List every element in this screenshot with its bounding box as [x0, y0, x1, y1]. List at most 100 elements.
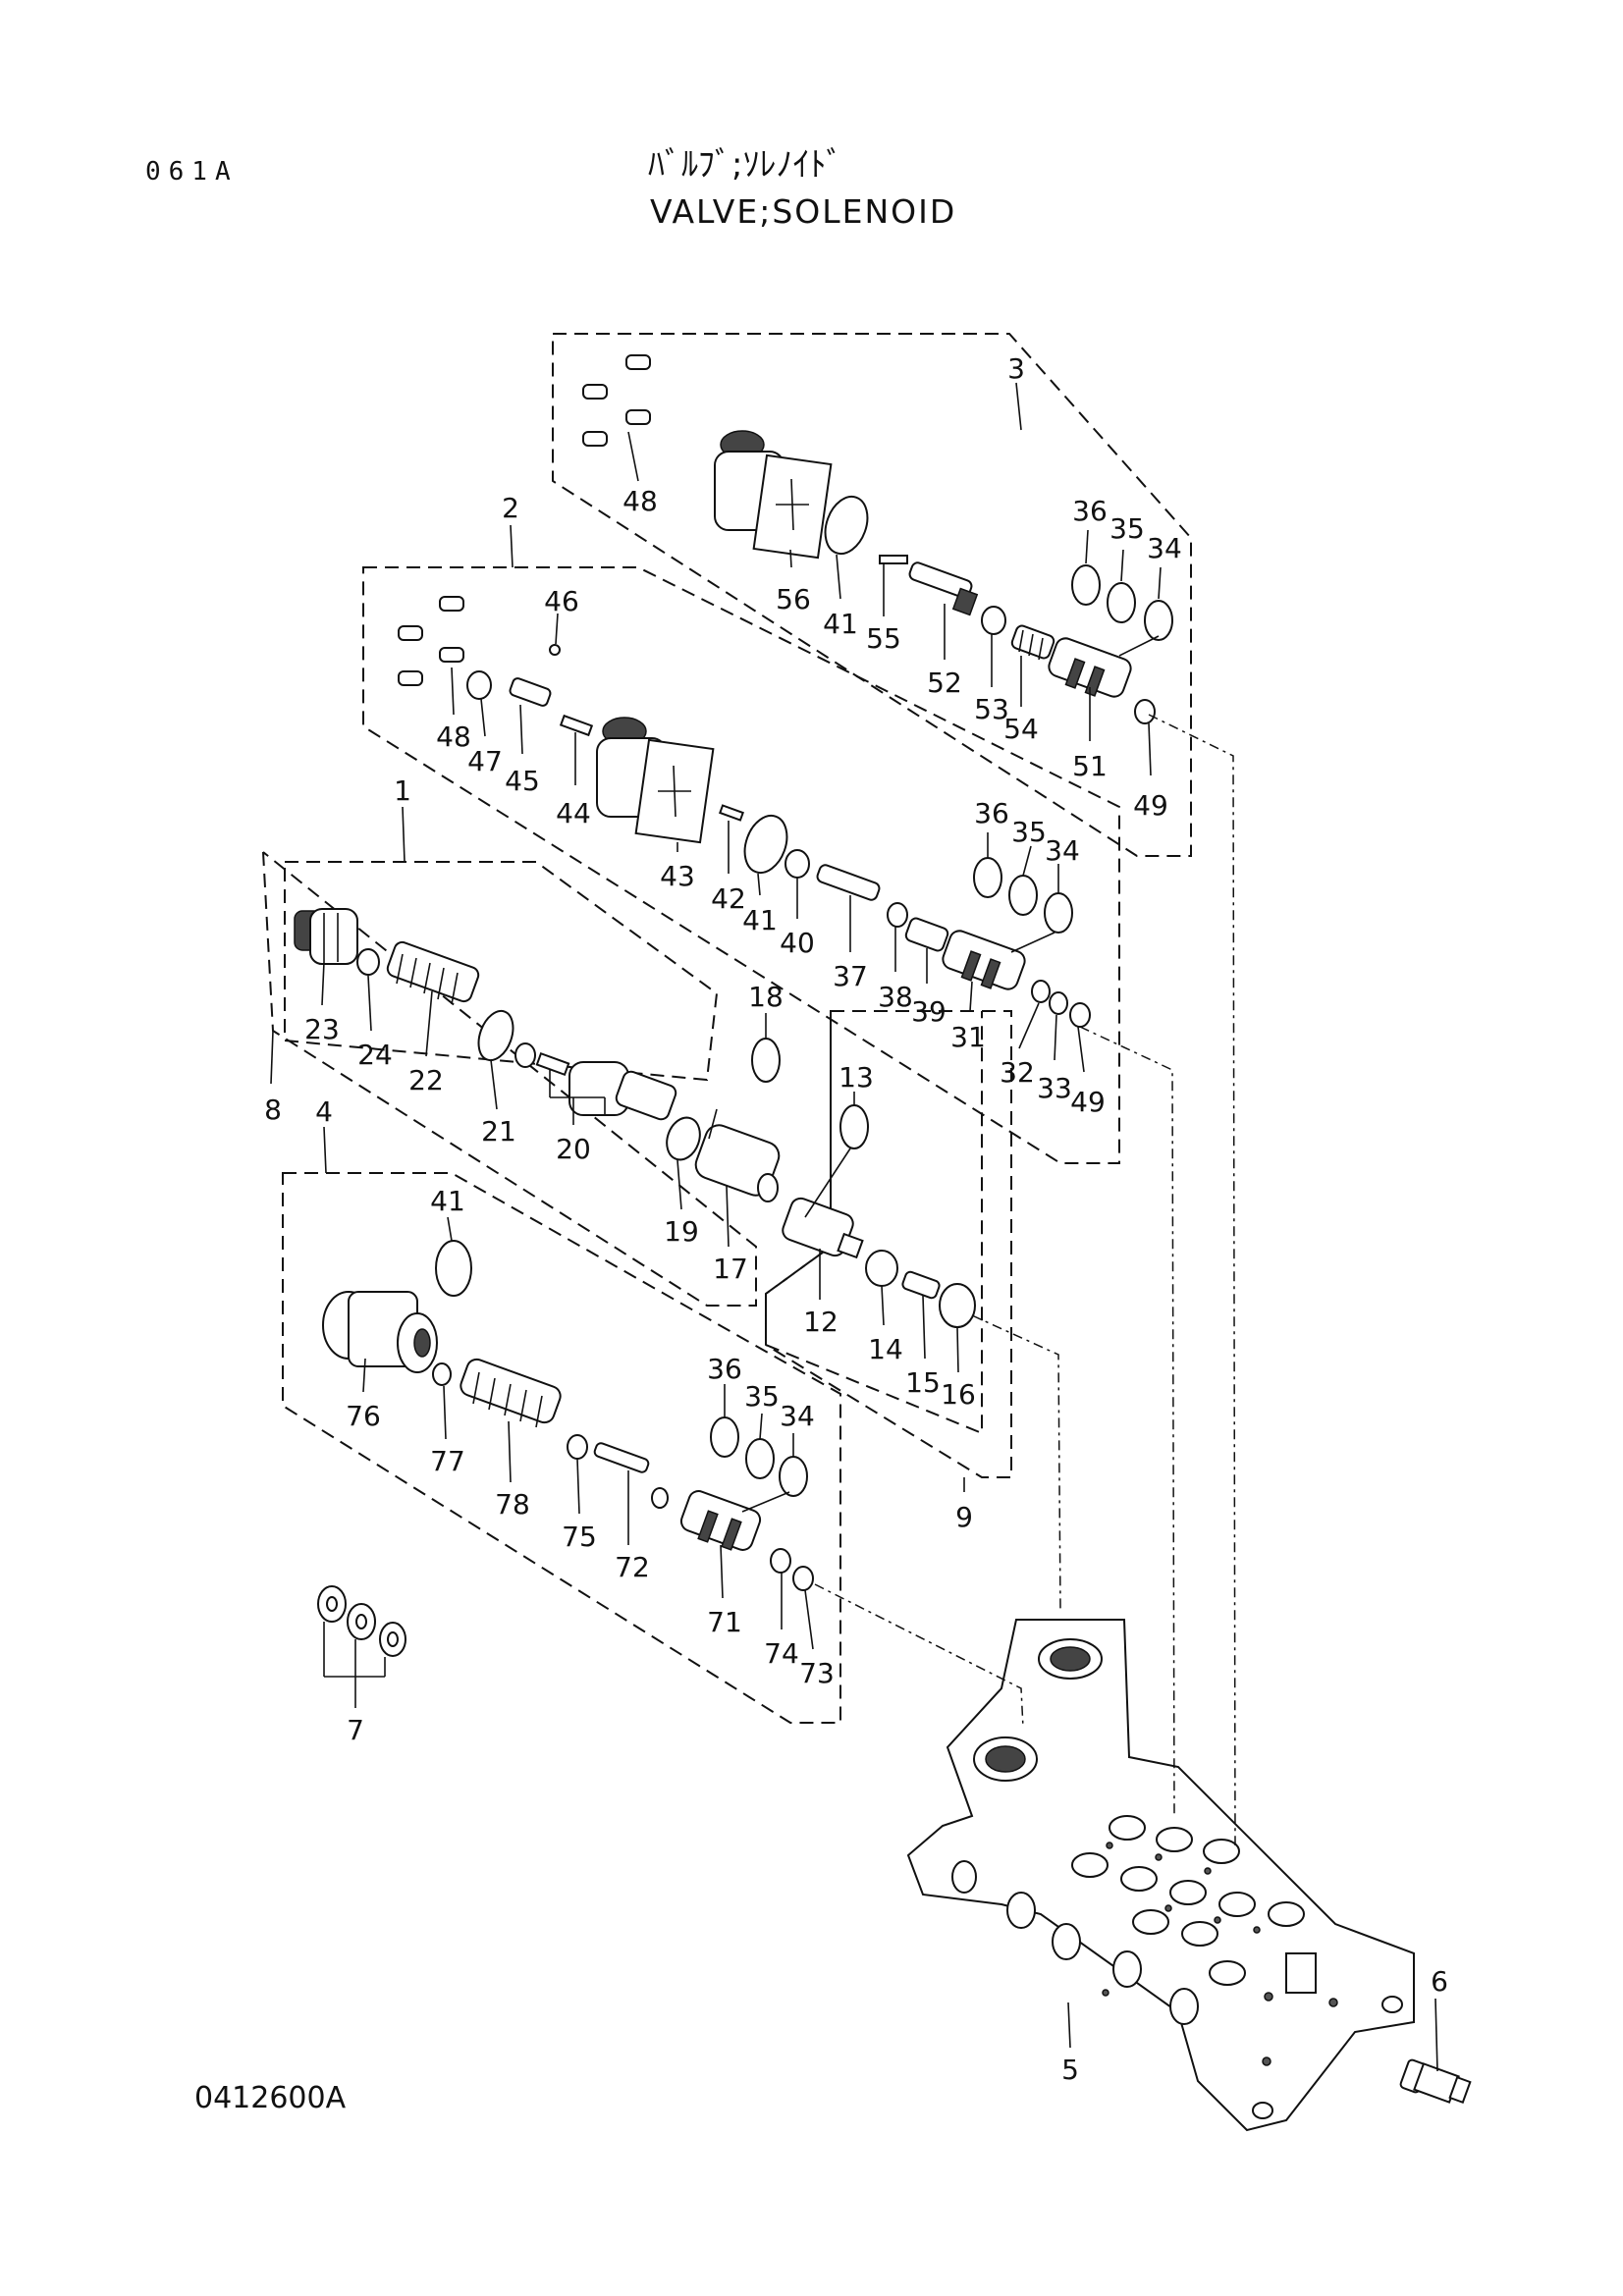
sleeve-17	[694, 1124, 781, 1202]
callout-24: 24	[357, 1039, 393, 1071]
callout-15: 15	[905, 1366, 941, 1399]
o-ring-35-top	[1107, 582, 1136, 623]
o-ring-41-top	[824, 495, 869, 556]
callout-35: 35	[1109, 512, 1145, 545]
o-ring-41-mid	[743, 814, 788, 875]
callout-16: 16	[941, 1378, 976, 1411]
o-ring-18	[751, 1038, 781, 1083]
spool-72	[593, 1442, 650, 1473]
callout-34: 34	[1147, 532, 1182, 564]
callout-21: 21	[481, 1115, 516, 1148]
callout-35: 35	[744, 1380, 780, 1413]
group-8-boundary	[262, 851, 757, 1307]
callout-76: 76	[346, 1400, 381, 1432]
ring-19	[666, 1116, 701, 1161]
callout-37: 37	[833, 960, 868, 992]
callout-42: 42	[711, 882, 746, 915]
o-ring-36-top	[1071, 564, 1101, 606]
ring-32	[1031, 980, 1051, 1003]
sleeve-31	[942, 930, 1026, 990]
solenoid-coil-43	[596, 717, 715, 844]
callout-7: 7	[347, 1714, 364, 1746]
callout-35: 35	[1011, 816, 1047, 848]
washers-7	[317, 1585, 406, 1708]
group-3-leaders	[627, 431, 1162, 776]
spring-22	[386, 940, 480, 1005]
ring-77	[432, 1362, 452, 1386]
group-4-leaders	[362, 1216, 814, 1650]
fitting-6	[1399, 1998, 1472, 2105]
callout-1: 1	[394, 774, 411, 807]
callout-49: 49	[1070, 1086, 1106, 1118]
o-ring-35-low	[745, 1438, 775, 1479]
callout-51: 51	[1072, 750, 1108, 782]
callout-2: 2	[502, 492, 519, 524]
spool-37	[816, 864, 881, 901]
callout-3: 3	[1007, 352, 1025, 385]
group-9-inner	[765, 1011, 983, 1435]
body-20	[568, 1061, 677, 1121]
callout-20: 20	[556, 1133, 591, 1165]
ring-14	[865, 1250, 898, 1287]
page-code: 061A	[145, 157, 239, 187]
callout-18: 18	[748, 981, 784, 1013]
group-1-leaders	[321, 961, 767, 1248]
callout-41: 41	[823, 608, 858, 640]
callout-45: 45	[505, 765, 540, 797]
callout-54: 54	[1003, 713, 1039, 745]
ring-33	[1049, 991, 1068, 1015]
callout-74: 74	[764, 1637, 799, 1670]
o-ring-35-mid	[1008, 875, 1038, 916]
group-3-boundary	[552, 333, 1192, 857]
spring-39	[904, 917, 949, 952]
callout-13: 13	[839, 1061, 874, 1094]
callout-34: 34	[1045, 834, 1080, 867]
callout-12: 12	[803, 1306, 839, 1338]
pin-55	[879, 555, 908, 564]
callout-47: 47	[467, 745, 503, 777]
pin-42	[719, 804, 744, 822]
callout-77: 77	[430, 1445, 465, 1477]
callout-41: 41	[430, 1185, 465, 1217]
o-ring-34-top	[1144, 600, 1173, 641]
o-ring-34-low	[779, 1456, 808, 1497]
o-ring-34-mid	[1044, 892, 1073, 934]
ring-49-top	[1134, 699, 1156, 724]
callout-41: 41	[742, 904, 778, 936]
callout-56: 56	[776, 583, 811, 615]
callout-36: 36	[974, 797, 1009, 829]
callout-14: 14	[868, 1333, 903, 1365]
callout-43: 43	[660, 860, 695, 892]
o-ring-41-low	[435, 1240, 472, 1297]
callout-4: 4	[315, 1095, 333, 1128]
callout-8: 8	[264, 1094, 282, 1126]
callout-32: 32	[1000, 1056, 1035, 1089]
ring-74	[770, 1548, 791, 1574]
spring-78	[460, 1358, 562, 1428]
callout-48: 48	[622, 485, 658, 517]
o-ring-13	[839, 1104, 869, 1149]
callout-55: 55	[866, 622, 901, 655]
callout-49: 49	[1133, 789, 1168, 822]
callout-34: 34	[780, 1400, 815, 1432]
ring-72b	[651, 1487, 669, 1509]
callout-78: 78	[495, 1488, 530, 1521]
callout-71: 71	[707, 1606, 742, 1638]
callout-48: 48	[436, 721, 471, 753]
washer-47	[466, 670, 492, 700]
callout-46: 46	[544, 585, 579, 617]
ring-40	[784, 849, 810, 879]
callout-72: 72	[615, 1551, 650, 1583]
callout-17: 17	[713, 1253, 748, 1285]
spool-12	[782, 1197, 864, 1259]
group-2-bolts	[398, 596, 464, 686]
ring-20a	[514, 1042, 536, 1068]
ring-75	[567, 1434, 588, 1460]
plug-45	[509, 677, 552, 707]
ring-53	[981, 606, 1006, 635]
spool-52	[908, 561, 979, 616]
callout-73: 73	[799, 1657, 835, 1689]
group-2-boundary	[362, 566, 1120, 1164]
